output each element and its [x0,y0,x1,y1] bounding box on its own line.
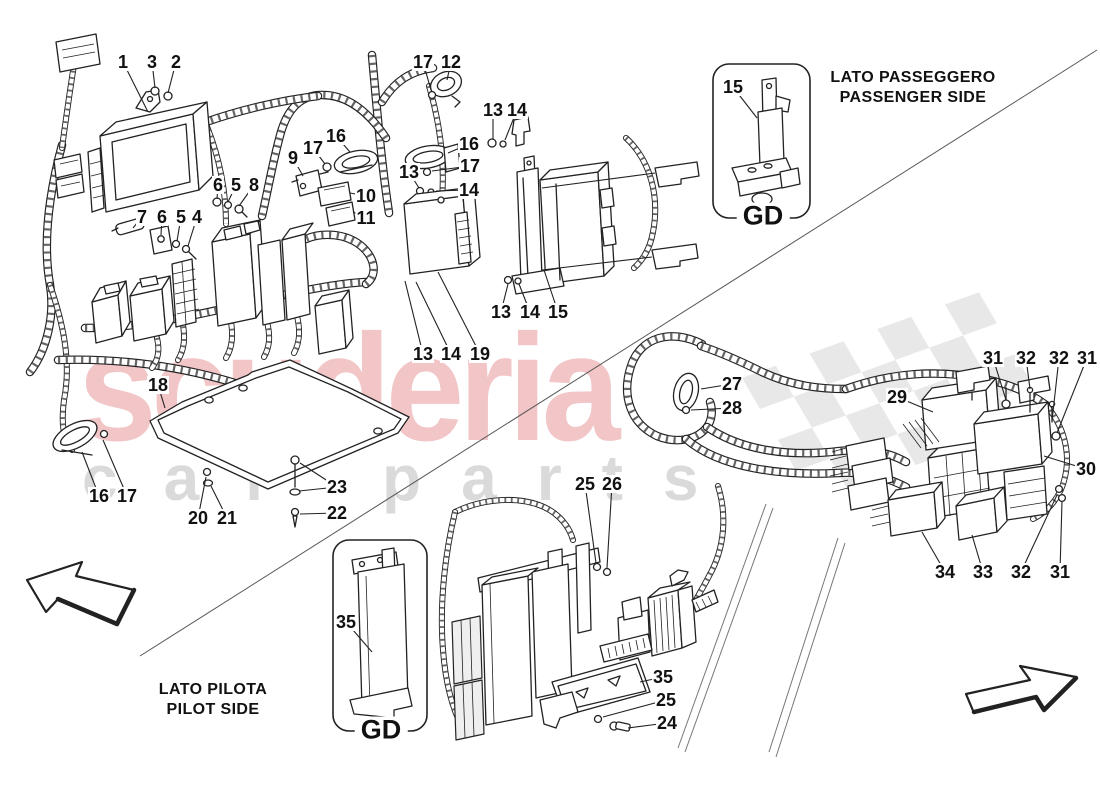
callout-number: 1 [116,52,130,72]
callout-number: 14 [518,302,542,322]
gd-code-top: GD [736,202,790,230]
connector-11 [325,201,356,227]
connector-10 [317,181,352,207]
screw-17-left [322,162,332,172]
callout-number: 23 [325,477,349,497]
gd-code-bottom: GD [354,716,408,744]
callout-number: 25 [573,474,597,494]
callout-number: 28 [720,398,744,418]
callout-number: 14 [439,344,463,364]
callout-number: 13 [411,344,435,364]
callout-number: 15 [721,77,745,97]
callout-number: 19 [468,344,492,364]
callout-number: 31 [981,348,1005,368]
callout-number: 13 [481,100,505,120]
callout-number: 17 [458,156,482,176]
direction-arrow-left [25,560,137,627]
callout-number: 30 [1074,459,1098,479]
pilot-side-label-it: LATO PILOTA [158,681,268,698]
floor-panel-18 [149,359,410,490]
callout-number: 16 [87,486,111,506]
callout-number: 8 [247,175,261,195]
callout-number: 16 [457,134,481,154]
callout-number: 3 [145,52,159,72]
finned-module [599,569,719,663]
diagonal-divider-line [139,49,1098,657]
callout-number: 13 [489,302,513,322]
fuse-relay-cluster [91,219,354,355]
callout-number: 16 [324,126,348,146]
callout-number: 26 [600,474,624,494]
callout-number: 14 [457,180,481,200]
flat-bracket-right-upper [541,161,700,189]
connector-9 [291,169,329,197]
callout-number: 22 [325,503,349,523]
callout-number: 31 [1075,348,1099,368]
callout-number: 18 [146,375,170,395]
screw-17-bottom [99,429,109,439]
callout-number: 13 [397,162,421,182]
callout-number: 21 [215,508,239,528]
callout-number: 35 [334,612,358,632]
callout-number: 11 [355,208,377,228]
callout-number: 4 [190,207,204,227]
left-connector-stack [53,153,85,199]
callout-number: 29 [885,387,909,407]
callout-number: 10 [354,186,378,206]
body-sill-lines [677,503,846,758]
harness-clamp-16-left [333,149,379,175]
clip-13-14-top [487,116,531,148]
passenger-side-label-it: LATO PASSEGGERO [830,69,996,86]
right-connector-stack [829,437,894,511]
callout-number: 32 [1047,348,1071,368]
callout-number: 34 [933,562,957,582]
callout-number: 35 [651,667,675,687]
callout-number: 6 [211,175,225,195]
callout-number: 12 [439,52,463,72]
callout-number: 17 [411,52,435,72]
direction-arrow-right [964,664,1079,715]
callout-number: 6 [155,207,169,227]
callout-number: 2 [169,52,183,72]
callout-number: 27 [720,374,744,394]
callout-number: 14 [505,100,529,120]
callout-number: 5 [174,207,188,227]
harness-clamp-27 [672,372,700,412]
inset-box-passenger [712,63,811,219]
callout-number: 9 [286,148,300,168]
flat-bracket-right-lower [541,243,699,271]
relay-30 [973,375,1053,521]
callout-number: 20 [186,508,210,528]
callout-number: 15 [546,302,570,322]
callout-number: 32 [1009,562,1033,582]
inset-box-pilot [332,539,428,732]
passenger-side-label-en: PASSENGER SIDE [839,89,987,106]
callout-number: 31 [1048,562,1072,582]
pilot-side-label-en: PILOT SIDE [166,701,260,718]
callout-number: 17 [301,138,325,158]
callout-number: 5 [229,175,243,195]
panel-fasteners [202,455,301,528]
callout-number: 25 [654,690,678,710]
callout-number: 32 [1014,348,1038,368]
corner-bracket-fragment [55,33,101,73]
screw-17-mid [422,167,432,177]
harness-clamp-16-bottom [52,419,98,456]
ecu-box-1 [87,89,214,213]
watermark-sub-text-parts: parts [382,442,739,514]
callout-number: 33 [971,562,995,582]
relay-34 [869,481,946,537]
relay-33 [955,486,1008,541]
callout-number: 24 [655,713,679,733]
harness-clamp-12 [427,70,463,108]
pilot-ecu-assembly [451,542,651,741]
harness-clamp-16-mid [404,143,461,173]
screw-28 [681,405,691,415]
callout-number: 17 [115,486,139,506]
relay-29 [902,365,1001,451]
callout-number: 7 [135,207,149,227]
